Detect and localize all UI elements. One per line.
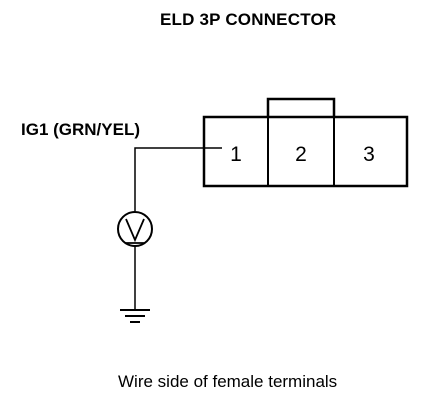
voltmeter-icon (117, 211, 153, 247)
terminal-2-label: 2 (295, 143, 307, 166)
terminal-3-label: 3 (363, 143, 375, 166)
connector-title: ELD 3P CONNECTOR (160, 10, 337, 29)
connector-outline (202, 115, 409, 188)
connector-housing: 1 2 3 (202, 97, 409, 188)
probe-wire (134, 147, 222, 211)
wire-label-ig1: IG1 (GRN/YEL) (21, 120, 141, 139)
terminal-1-label: 1 (230, 143, 242, 166)
ground-icon (120, 309, 150, 323)
connector-lock-tab (266, 97, 336, 117)
view-caption: Wire side of female terminals (118, 372, 338, 391)
